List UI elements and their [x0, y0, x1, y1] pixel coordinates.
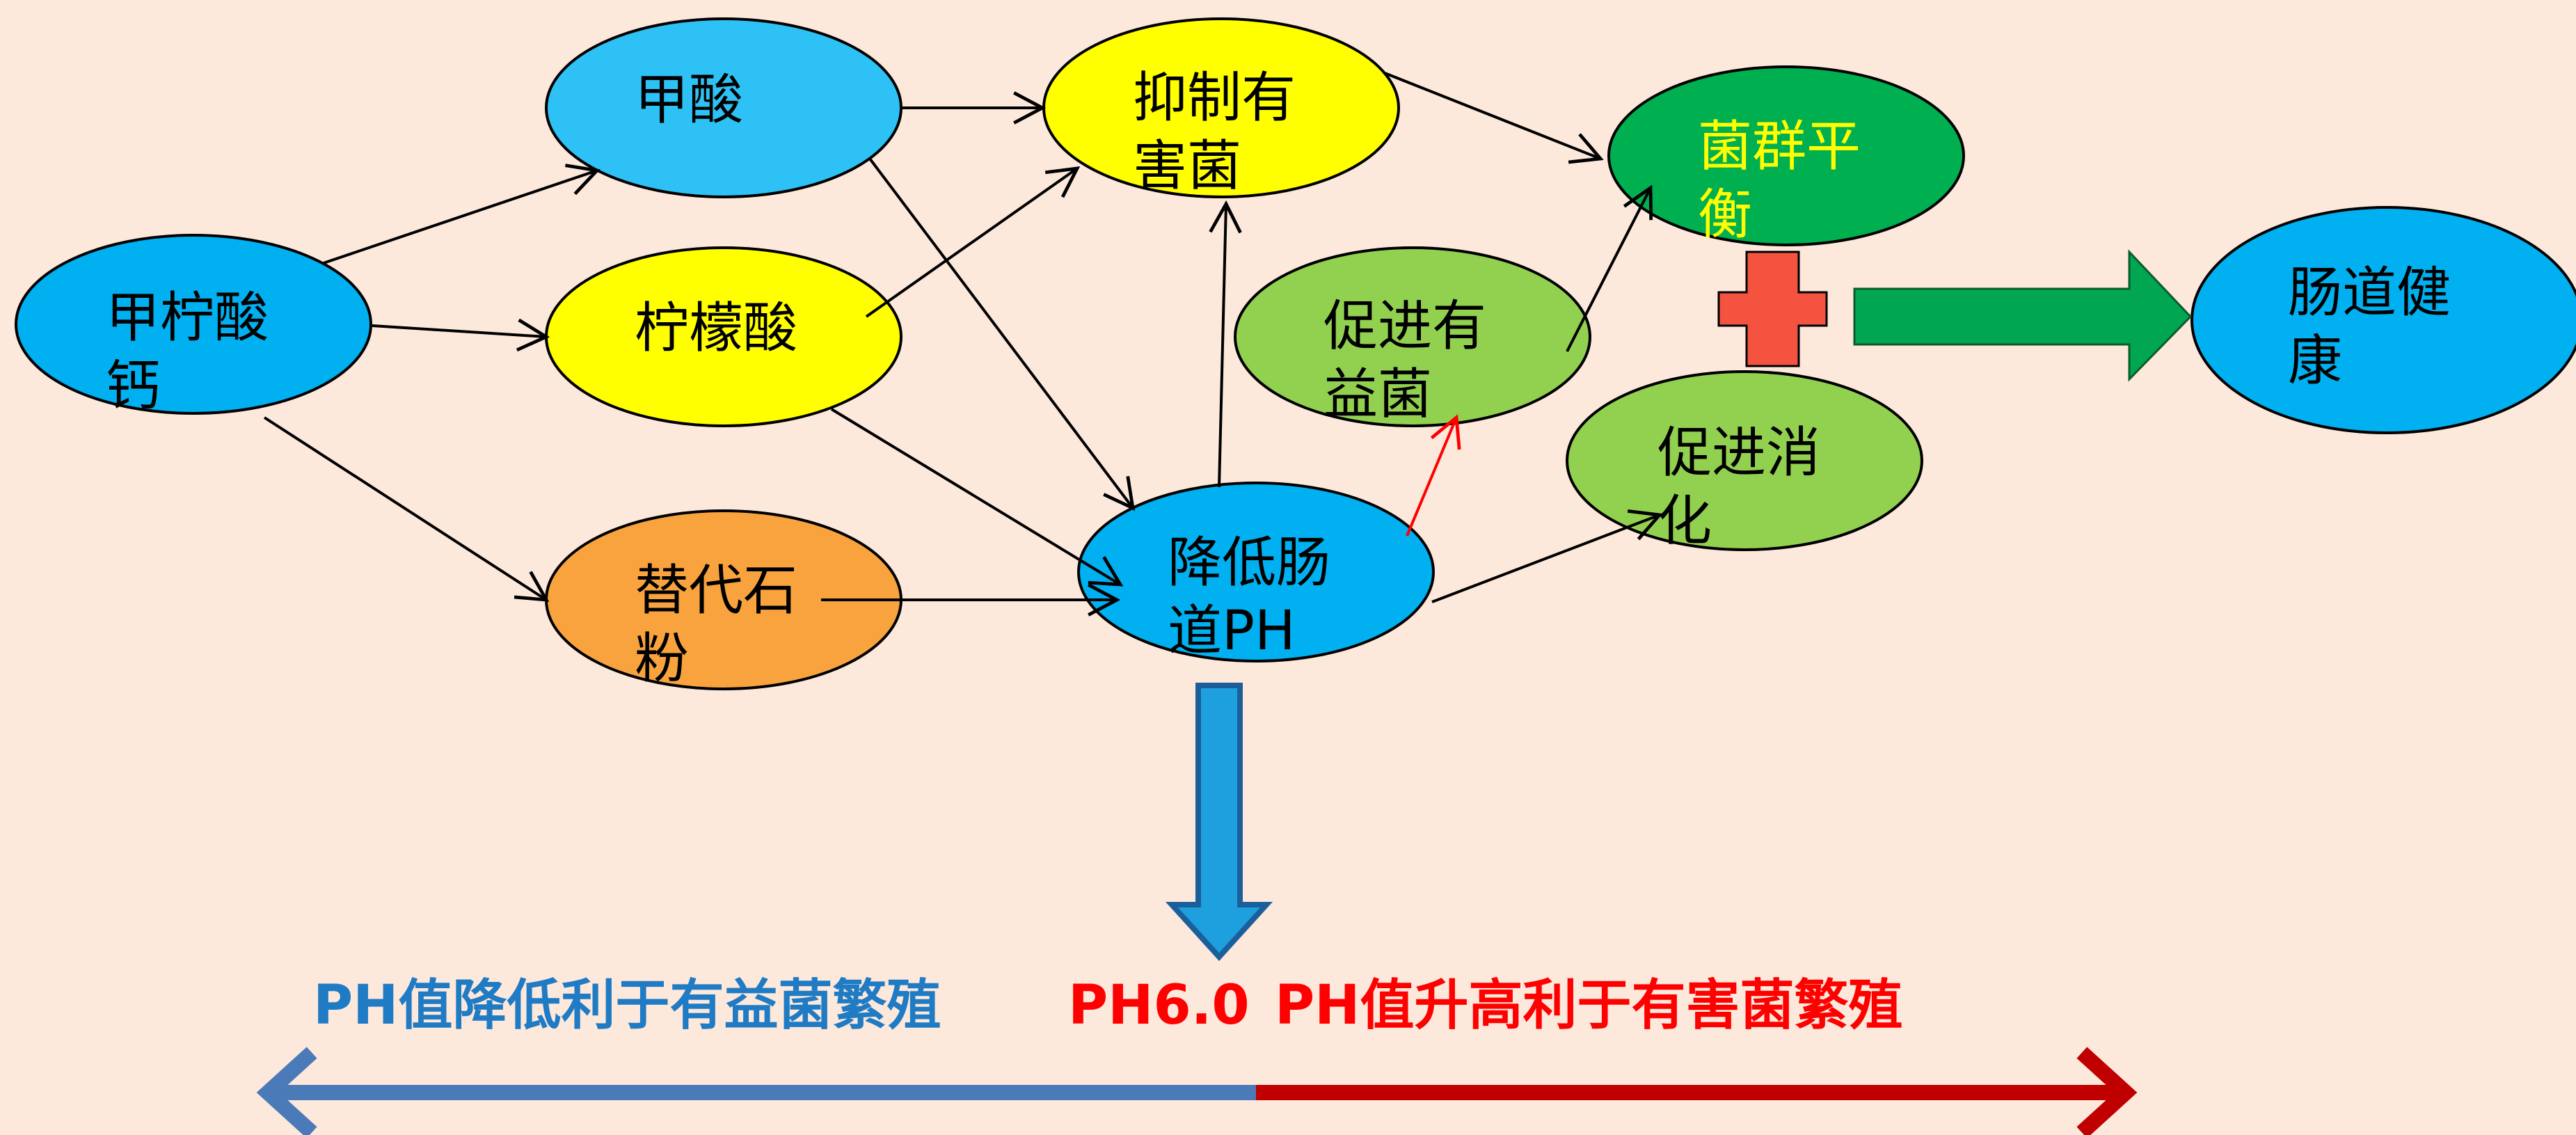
label-formic-acid: 甲酸 [635, 69, 744, 132]
ph-scale-right-arrowhead [2076, 1047, 2138, 1135]
label-promote-digestion: 促进消 化 [1657, 422, 1821, 553]
arrow-citric-to-lowerph [830, 408, 1120, 585]
arrow-calcium-to-citric [372, 326, 546, 337]
node-gut-health [2191, 206, 2576, 434]
big-down-arrow-icon [1165, 683, 1273, 961]
plus-icon [1717, 251, 1828, 367]
label-calcium-citrate-formate: 甲柠酸 钙 [106, 287, 269, 418]
node-flora-balance [1607, 65, 1965, 246]
caption-ph-high: PH值升高利于有害菌繁殖 [1275, 974, 1903, 1037]
label-replace-stone-powder: 替代石 粉 [635, 559, 798, 690]
arrow-lowerph-to-inhibit [1219, 204, 1226, 488]
ph-scale-left-arrowhead [256, 1047, 317, 1135]
arrow-lowerph-to-digestion [1431, 515, 1660, 603]
arrow-calcium-to-stone [263, 416, 546, 600]
arrow-inhibit-to-balance [1384, 72, 1600, 159]
label-lower-ph: 降低肠 道PH [1168, 532, 1331, 662]
arrow-lowerph-to-beneficial [1406, 418, 1456, 537]
label-citric-acid: 柠檬酸 [635, 297, 798, 360]
arrow-citric-to-inhibit [865, 168, 1077, 318]
label-inhibit-harmful: 抑制有 害菌 [1133, 67, 1296, 198]
arrow-calcium-to-formic [323, 170, 597, 264]
label-promote-beneficial: 促进有 益菌 [1323, 295, 1487, 426]
arrow-beneficial-to-balance [1566, 188, 1651, 352]
node-promote-digestion [1566, 370, 1923, 551]
caption-ph-low: PH值降低利于有益菌繁殖 [313, 974, 941, 1037]
big-right-arrow-icon [1853, 249, 2193, 382]
arrow-formic-to-lowerph [868, 157, 1133, 508]
caption-ph-mid: PH6.0 [1068, 974, 1250, 1037]
label-gut-health: 肠道健 康 [2288, 262, 2451, 392]
node-promote-beneficial [1234, 246, 1591, 427]
label-flora-balance: 菌群平 衡 [1698, 116, 1861, 246]
node-calcium-citrate-formate [15, 234, 372, 415]
node-lower-ph [1077, 482, 1435, 662]
